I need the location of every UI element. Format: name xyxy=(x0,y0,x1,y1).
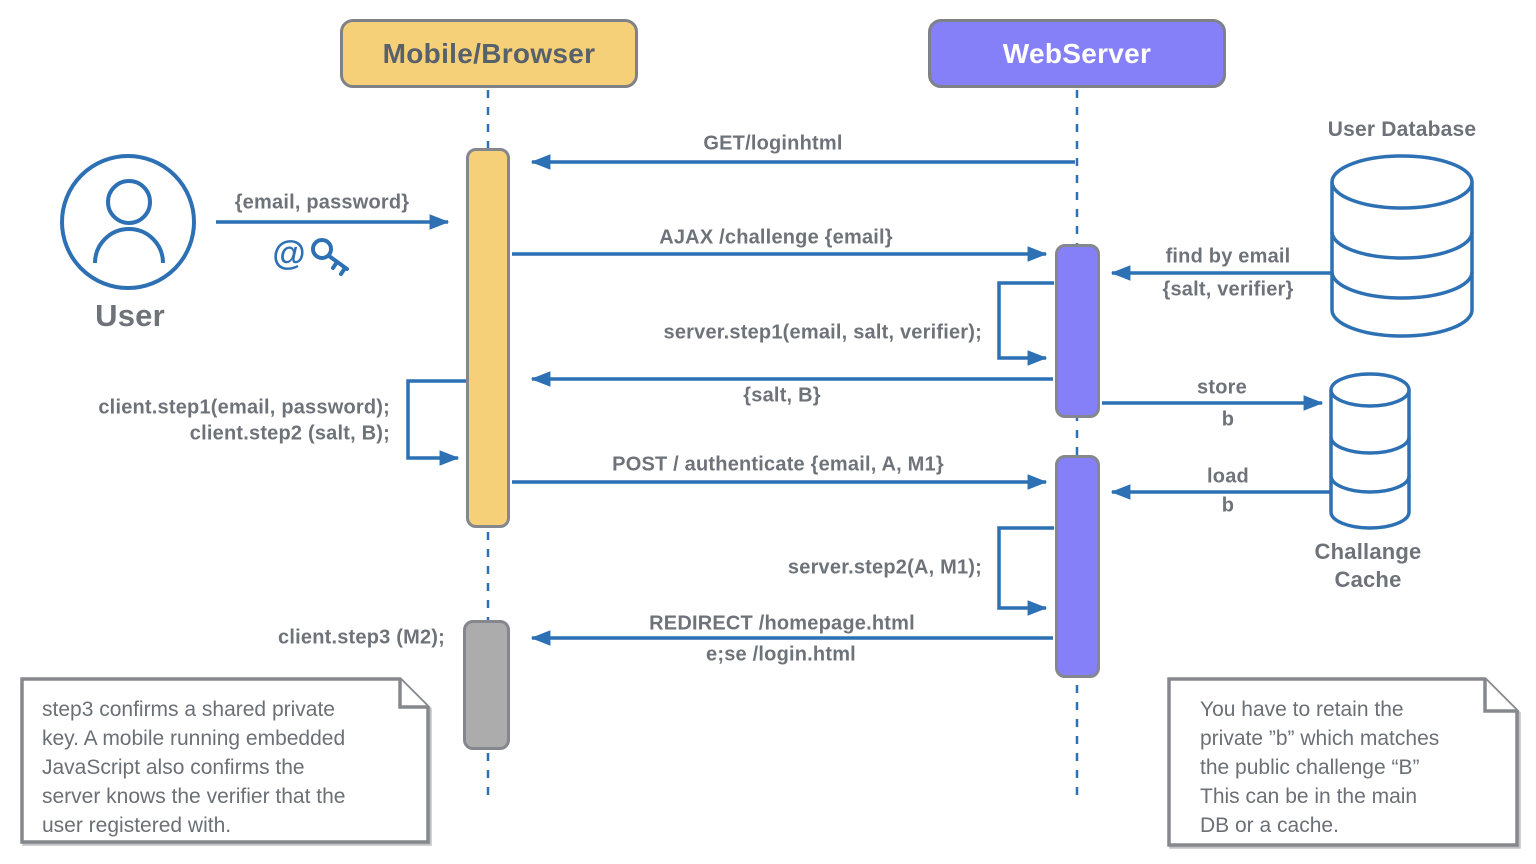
at-icon: @ xyxy=(272,234,306,273)
user-database-label: User Database xyxy=(1327,118,1477,141)
client-step2-label: client.step2 (salt, B); xyxy=(189,422,390,445)
user-icon xyxy=(60,154,196,290)
redirect-else-label: e;se /login.html xyxy=(706,643,856,666)
load-param-label: b xyxy=(1221,494,1235,517)
load-label: load xyxy=(1207,465,1249,488)
client-step1-label: client.step1(email, password); xyxy=(98,396,390,419)
redirect-label: REDIRECT /homepage.html xyxy=(649,612,915,635)
database-icon xyxy=(1330,154,1474,338)
note-step3: step3 confirms a shared private key. A m… xyxy=(20,677,430,844)
cache-icon xyxy=(1329,372,1411,530)
mobile-activation-bar xyxy=(466,148,510,528)
arrow-server-step1-loop xyxy=(997,281,1054,366)
key-icon xyxy=(311,238,349,276)
mobile-activation-bar-step3 xyxy=(463,620,510,750)
note-retain-b-shape xyxy=(1167,677,1519,847)
post-authenticate-label: POST / authenticate {email, A, M1} xyxy=(612,453,944,476)
store-label: store xyxy=(1197,376,1247,399)
server-step2-label: server.step2(A, M1); xyxy=(787,556,982,579)
note-step3-text: step3 confirms a shared private key. A m… xyxy=(42,698,346,837)
find-by-email-label: find by email xyxy=(1165,245,1291,268)
webserver-activation-bar-1 xyxy=(1055,244,1100,418)
arrow-client-step-loop xyxy=(406,379,466,466)
arrow-server-step2-loop xyxy=(997,526,1054,616)
store-param-label: b xyxy=(1221,408,1235,431)
actor-mobile-browser-label: Mobile/Browser xyxy=(382,37,596,69)
email-password-label: {email, password} xyxy=(234,191,410,214)
salt-verifier-label: {salt, verifier} xyxy=(1162,278,1294,301)
webserver-activation-bar-2 xyxy=(1055,455,1100,678)
challenge-cache-label-line2: Cache xyxy=(1334,567,1402,592)
actor-mobile-browser: Mobile/Browser xyxy=(340,19,638,88)
user-label: User xyxy=(95,298,165,333)
note-retain-b-text: You have to retain the private ”b” which… xyxy=(1200,698,1440,837)
get-login-label: GET/loginhtml xyxy=(703,132,843,155)
salt-b-label: {salt, B} xyxy=(743,384,821,407)
server-step1-label: server.step1(email, salt, verifier); xyxy=(663,321,982,344)
actor-webserver: WebServer xyxy=(928,19,1226,88)
challenge-cache-label-line1: Challange xyxy=(1314,539,1422,564)
note-retain-b: You have to retain the private ”b” which… xyxy=(1167,677,1519,847)
note-step3-shape xyxy=(20,677,430,844)
client-step3-label: client.step3 (M2); xyxy=(278,626,445,649)
actor-webserver-label: WebServer xyxy=(1002,37,1152,69)
ajax-challenge-label: AJAX /challenge {email} xyxy=(659,226,893,249)
